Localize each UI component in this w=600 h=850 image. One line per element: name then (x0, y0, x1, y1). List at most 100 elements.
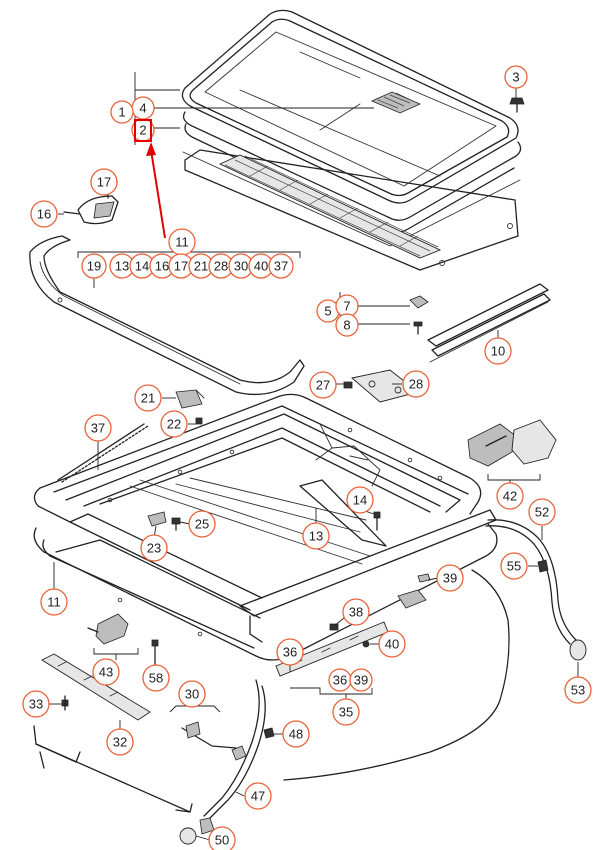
callout-label: 22 (167, 417, 181, 432)
bolt-14 (373, 511, 381, 531)
bracket-1-2-4 (134, 72, 374, 145)
callout-label: 25 (195, 517, 209, 532)
callout-label: 13 (309, 529, 323, 544)
callout-10: 10 (484, 337, 512, 365)
callout-label: 53 (571, 683, 585, 698)
motor-43 (87, 613, 159, 665)
callout-label: 11 (175, 235, 189, 250)
sunshade-panel (184, 149, 519, 271)
callout-28: 28 (402, 370, 430, 398)
callout-label: 52 (535, 505, 549, 520)
callout-label: 55 (507, 559, 521, 574)
seal-37 (57, 423, 149, 483)
callout-label: 39 (443, 571, 457, 586)
callout-label: 36 (283, 645, 297, 660)
callout-label: 40 (254, 259, 268, 274)
callout-38: 38 (342, 598, 370, 626)
bracket-23-25 (147, 511, 181, 531)
callout-36-sub: 36 (328, 668, 352, 692)
callout-label: 37 (274, 259, 288, 274)
bolt-3 (509, 97, 525, 113)
callout-37: 37 (84, 414, 112, 442)
callout-label: 21 (141, 391, 155, 406)
callout-42: 42 (496, 482, 524, 510)
callout-label: 38 (349, 605, 363, 620)
callout-22: 22 (160, 410, 188, 438)
callout-48: 48 (282, 720, 310, 748)
bracket-21-22 (175, 389, 205, 425)
callout-label: 37 (91, 421, 105, 436)
callout-label: 50 (215, 833, 229, 848)
callout-label: 4 (139, 101, 146, 116)
plate-28 (343, 369, 419, 403)
guide-rail-35 (275, 573, 431, 700)
callout-2-highlighted: 2 (131, 118, 155, 142)
callout-label: 19 (87, 259, 101, 274)
connector-30-47 (185, 721, 201, 739)
callout-23: 23 (140, 534, 168, 562)
bracket-16-17 (63, 177, 119, 225)
callout-label: 2 (139, 123, 146, 138)
callout-label: 39 (354, 673, 368, 688)
callout-label: 30 (234, 259, 248, 274)
callout-label: 27 (316, 378, 330, 393)
callout-label: 16 (37, 207, 51, 222)
cover-32 (41, 653, 151, 721)
callout-label: 36 (333, 673, 347, 688)
callout-36: 36 (276, 638, 304, 666)
callout-21: 21 (134, 384, 162, 412)
callout-55: 55 (500, 552, 528, 580)
callout-39: 39 (436, 564, 464, 592)
grommet-55 (537, 559, 549, 573)
callout-50: 50 (208, 826, 236, 850)
callout-label: 33 (29, 697, 43, 712)
callout-label: 28 (214, 259, 228, 274)
callout-25: 25 (188, 510, 216, 538)
callout-11-bottom: 11 (40, 588, 68, 616)
callout-label: 42 (503, 489, 517, 504)
callout-label: 7 (343, 299, 350, 314)
callout-label: 32 (113, 735, 127, 750)
callout-label: 14 (135, 259, 149, 274)
callout-16: 16 (30, 200, 58, 228)
wind-deflector-19 (29, 235, 305, 396)
callout-label: 23 (147, 541, 161, 556)
callout-27: 27 (309, 371, 337, 399)
callout-14: 14 (346, 486, 374, 514)
callout-label: 40 (385, 637, 399, 652)
callout-52: 52 (528, 498, 556, 526)
rail-10 (427, 283, 551, 363)
highlight-arrow (146, 142, 166, 239)
callout-58: 58 (142, 664, 170, 692)
motor-42 (467, 419, 557, 486)
callout-label: 58 (149, 671, 163, 686)
callout-label: 21 (194, 259, 208, 274)
callout-33: 33 (22, 690, 50, 718)
callout-label: 10 (491, 344, 505, 359)
callout-40: 40 (378, 630, 406, 658)
callout-label: 1 (118, 105, 125, 120)
callout-11-top: 11 (168, 228, 196, 256)
callout-39-sub: 39 (349, 668, 373, 692)
callout-label: 43 (99, 665, 113, 680)
callout-label: 17 (174, 259, 188, 274)
callout-13: 13 (302, 522, 330, 550)
callout-label: 28 (409, 377, 423, 392)
callout-30: 30 (178, 680, 206, 708)
callout-group-19: 19 13 14 16 17 21 28 30 40 37 (81, 253, 294, 279)
callout-label: 16 (155, 259, 169, 274)
leader-lines (48, 88, 579, 841)
clip-48 (263, 727, 275, 739)
callout-8: 8 (335, 313, 359, 337)
callout-label: 13 (115, 259, 129, 274)
glass-panel (181, 9, 519, 204)
callout-43: 43 (92, 658, 120, 686)
callout-label: 35 (339, 705, 353, 720)
callout-label: 5 (324, 304, 331, 319)
callout-4: 4 (131, 96, 155, 120)
callout-label: 48 (289, 727, 303, 742)
callout-label: 14 (353, 493, 367, 508)
callout-label: 30 (185, 687, 199, 702)
callout-1: 1 (110, 100, 134, 124)
